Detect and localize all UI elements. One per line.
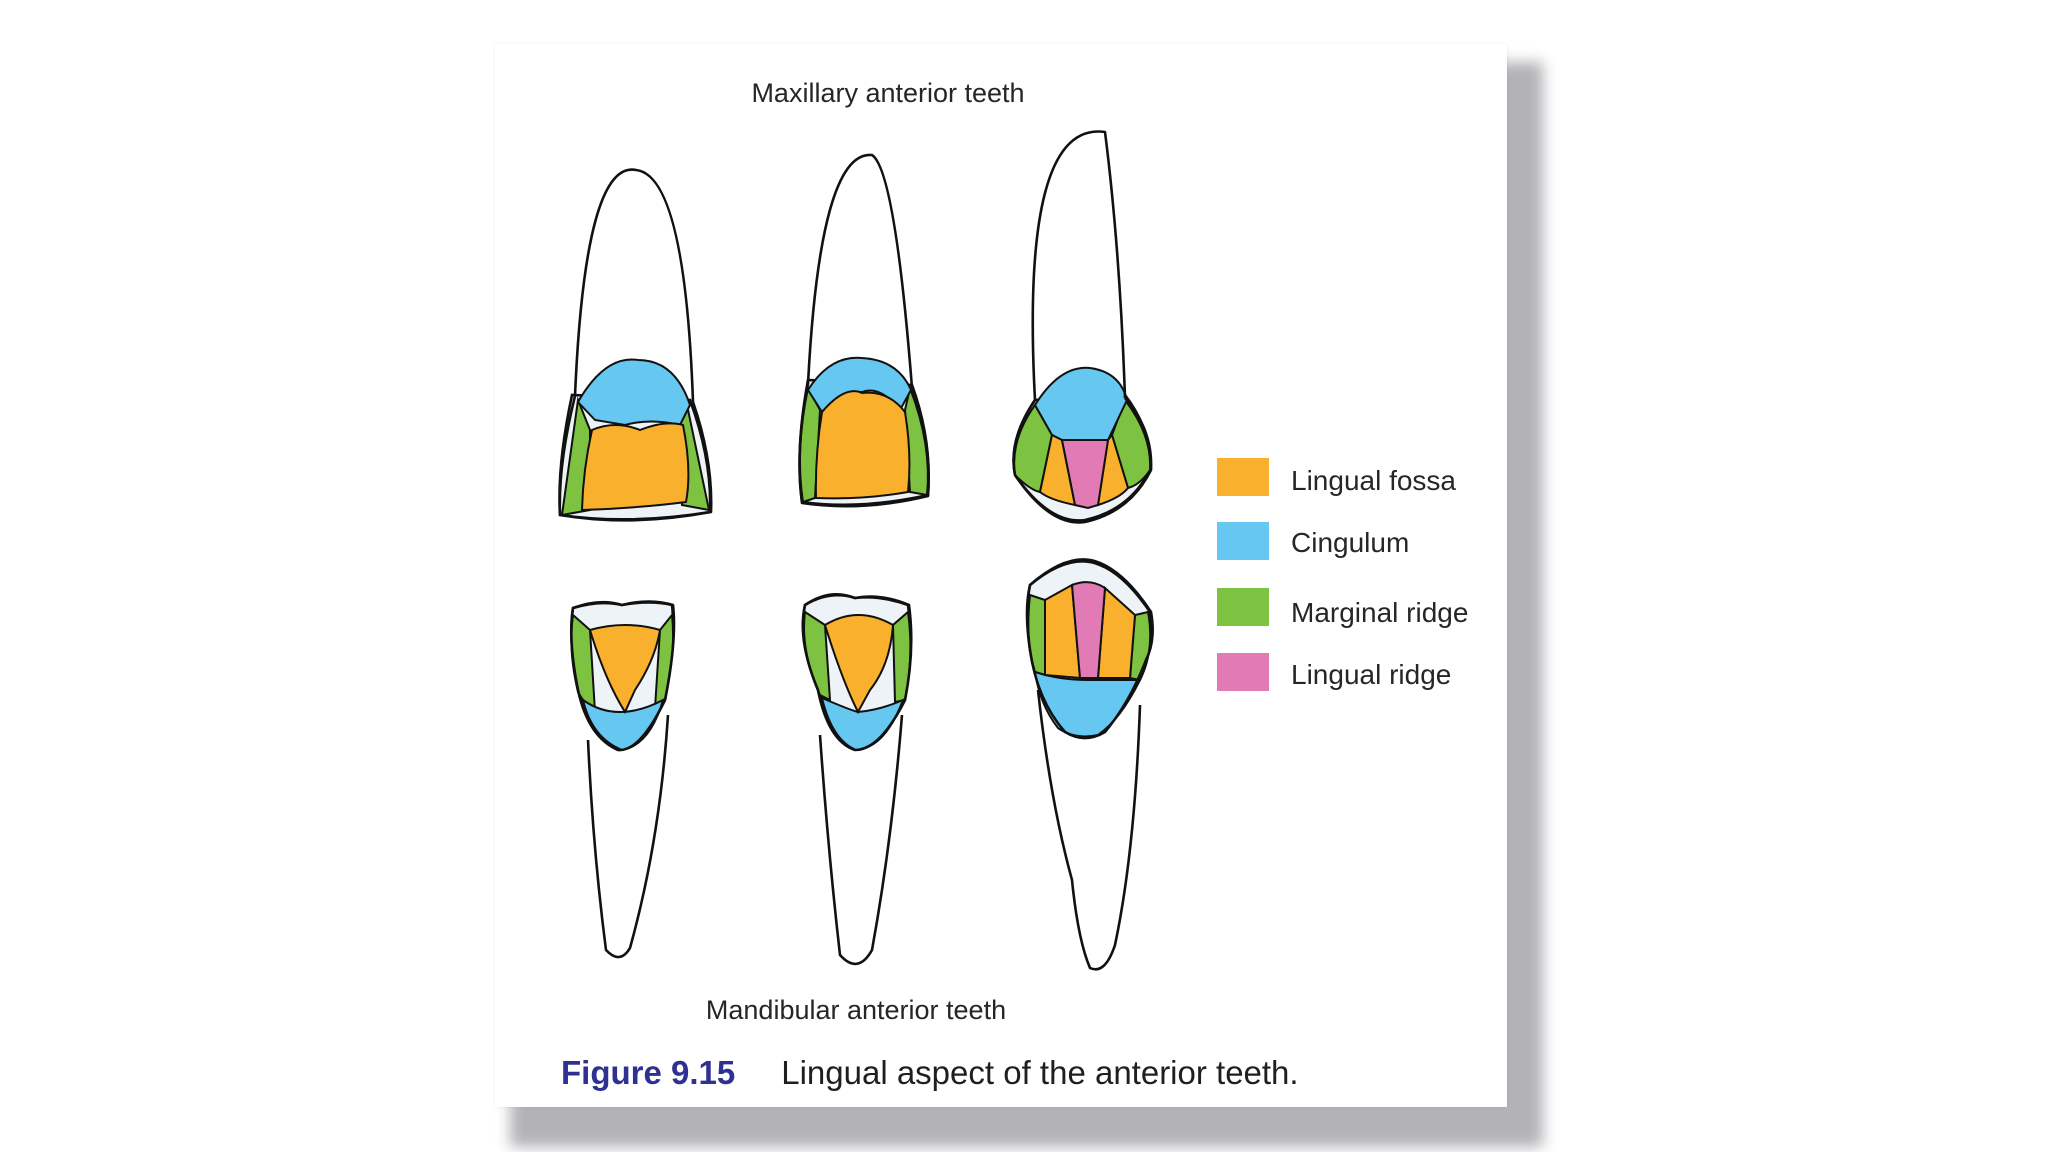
legend-item-lingual-fossa: Lingual fossa (1217, 458, 1456, 496)
maxillary-label: Maxillary anterior teeth (751, 78, 1024, 108)
cingulum-region (576, 358, 692, 427)
cingulum-region (1033, 366, 1129, 441)
legend-item-marginal-ridge: Marginal ridge (1217, 588, 1468, 628)
legend-item-lingual-ridge: Lingual ridge (1217, 653, 1451, 691)
figure-caption: Figure 9.15 Lingual aspect of the anterio… (561, 1054, 1299, 1092)
lingual-fossa-region (823, 614, 895, 715)
legend-item-cingulum: Cingulum (1217, 522, 1409, 560)
legend-label: Cingulum (1291, 527, 1409, 558)
lingual-fossa-region (814, 390, 911, 500)
lingual-ridge-region (1060, 439, 1110, 510)
figure-caption-text: Lingual aspect of the anterior teeth. (781, 1054, 1299, 1091)
cingulum-region (820, 696, 905, 752)
legend-swatch-lingual-ridge (1217, 653, 1269, 691)
legend-label: Lingual fossa (1291, 465, 1456, 496)
legend: Lingual fossa Cingulum Marginal ridge Li… (1217, 458, 1468, 691)
tooth-mandibular-lateral-incisor (801, 592, 913, 966)
tooth-maxillary-canine (1012, 130, 1153, 524)
figure-card (495, 44, 1507, 1107)
legend-swatch-marginal-ridge (1217, 588, 1269, 626)
tooth-mandibular-central-incisor (570, 600, 676, 959)
tooth-maxillary-central-incisor (558, 168, 713, 522)
mandibular-label: Mandibular anterior teeth (706, 995, 1006, 1025)
legend-swatch-lingual-fossa (1217, 458, 1269, 496)
marginal-ridge-region (1027, 593, 1046, 677)
legend-label: Lingual ridge (1291, 659, 1451, 690)
legend-swatch-cingulum (1217, 522, 1269, 560)
figure-number: Figure 9.15 (561, 1054, 736, 1091)
lingual-fossa-region (580, 422, 690, 512)
legend-label: Marginal ridge (1291, 597, 1468, 628)
tooth-mandibular-canine (1025, 558, 1154, 971)
tooth-maxillary-lateral-incisor (798, 153, 930, 508)
lingual-fossa-region (588, 624, 662, 715)
lingual-ridge-region (1070, 581, 1107, 679)
